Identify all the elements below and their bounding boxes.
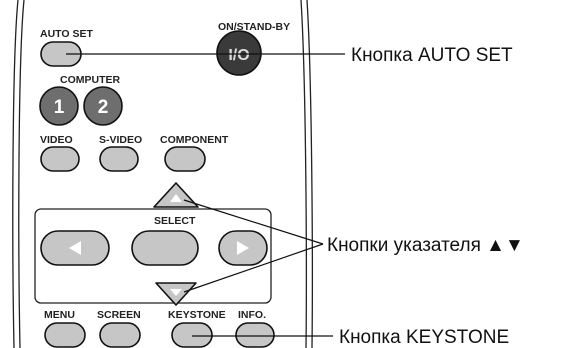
video-button[interactable] xyxy=(40,146,80,172)
component-label: COMPONENT xyxy=(160,134,229,146)
computer-1-number: 1 xyxy=(54,97,65,118)
arrow-up-icon xyxy=(170,194,182,202)
on-standby-label: ON/STAND-BY xyxy=(218,21,290,33)
keystone-callout: Кнопка KEYSTONE xyxy=(339,327,509,348)
select-label: SELECT xyxy=(154,215,196,227)
svideo-button[interactable] xyxy=(99,146,139,172)
computer-2-button[interactable]: 2 xyxy=(83,86,123,126)
keystone-button[interactable] xyxy=(171,322,213,348)
arrow-left-icon xyxy=(69,241,81,255)
select-button[interactable] xyxy=(131,230,199,266)
pointer-callout: Кнопки указателя ▲▼ xyxy=(327,235,524,256)
pointer-up-callout-line xyxy=(183,199,324,245)
power-symbol: I/O xyxy=(228,47,249,64)
computer-2-number: 2 xyxy=(98,97,109,118)
pointer-down-callout-line xyxy=(183,243,324,293)
computer-label: COMPUTER xyxy=(60,74,121,86)
select-cluster-frame xyxy=(34,208,272,304)
screen-label: SCREEN xyxy=(97,309,141,321)
auto-set-callout: Кнопка AUTO SET xyxy=(351,45,513,66)
screen-button[interactable] xyxy=(99,322,141,348)
pointer-up-button[interactable] xyxy=(153,182,199,208)
info-label: INFO. xyxy=(238,309,266,321)
computer-1-button[interactable]: 1 xyxy=(39,86,79,126)
menu-button[interactable] xyxy=(44,322,86,348)
arrow-right-icon xyxy=(237,241,249,255)
keystone-label: KEYSTONE xyxy=(168,309,226,321)
arrow-down-icon xyxy=(170,289,182,296)
pointer-left-button[interactable] xyxy=(40,230,110,266)
pointer-right-button[interactable] xyxy=(218,230,268,266)
remote-body xyxy=(12,0,313,348)
component-button[interactable] xyxy=(164,146,206,172)
menu-label: MENU xyxy=(44,309,75,321)
svideo-label: S-VIDEO xyxy=(99,134,142,146)
video-label: VIDEO xyxy=(40,134,73,146)
on-standby-button[interactable]: I/O xyxy=(216,30,262,76)
auto-set-label: AUTO SET xyxy=(40,28,93,40)
pointer-down-button[interactable] xyxy=(155,282,197,306)
info-button[interactable] xyxy=(235,322,275,348)
